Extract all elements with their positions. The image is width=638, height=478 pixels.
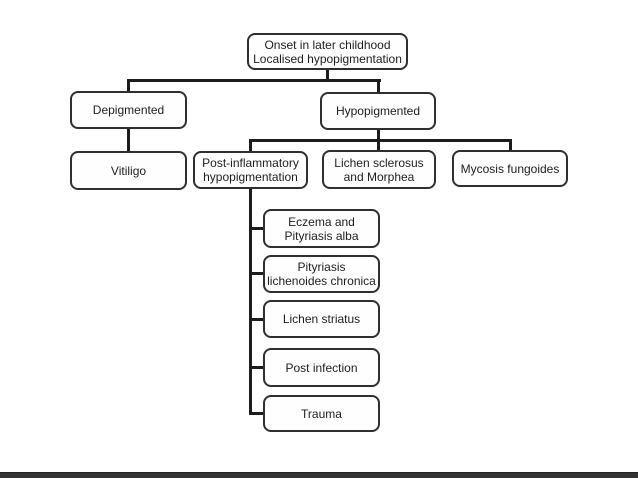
node-vitiligo: Vitiligo	[70, 151, 187, 190]
connector-stub-post-infection	[249, 366, 263, 369]
node-vitiligo-label: Vitiligo	[110, 163, 147, 178]
node-lichen-striatus-label: Lichen striatus	[282, 312, 361, 326]
node-post-inflammatory: Post-inflammatory hypopigmentation	[193, 151, 308, 189]
connector-to-hypopigmented	[377, 79, 380, 94]
connector-stub-pityriasis-lichenoides	[249, 272, 263, 275]
scan-edge-bar	[0, 472, 638, 478]
connector-stub-trauma	[249, 412, 263, 415]
connector-level1-horizontal	[127, 79, 381, 82]
node-lichen-striatus: Lichen striatus	[263, 300, 380, 338]
connector-level2-horizontal	[249, 139, 511, 142]
connector-to-mycosis-fungoides	[509, 139, 512, 150]
connector-to-depigmented	[127, 79, 130, 93]
connector-stub-eczema	[249, 227, 263, 230]
node-root-onset: Onset in later childhood Localised hypop…	[247, 33, 408, 70]
node-root-onset-label: Onset in later childhood Localised hypop…	[253, 37, 402, 66]
node-hypopigmented-label: Hypopigmented	[335, 104, 421, 118]
node-trauma-label: Trauma	[301, 406, 342, 421]
connector-stub-lichen-striatus	[249, 318, 263, 321]
node-depigmented: Depigmented	[70, 91, 187, 129]
node-mycosis-fungoides-label: Mycosis fungoides	[460, 161, 560, 176]
node-eczema-pityriasis-alba: Eczema and Pityriasis alba	[263, 209, 380, 248]
connector-to-post-inflammatory	[249, 139, 252, 151]
node-depigmented-label: Depigmented	[92, 103, 165, 117]
node-pityriasis-lichenoides-label: Pityriasis lichenoides chronica	[267, 260, 376, 288]
connector-root-stem	[326, 69, 329, 82]
node-mycosis-fungoides: Mycosis fungoides	[452, 150, 568, 187]
node-pityriasis-lichenoides: Pityriasis lichenoides chronica	[263, 255, 380, 293]
node-post-infection: Post infection	[263, 348, 380, 387]
node-lichen-sclerosus: Lichen sclerosus and Morphea	[322, 150, 436, 189]
node-hypopigmented: Hypopigmented	[320, 92, 436, 130]
node-post-inflammatory-label: Post-inflammatory hypopigmentation	[202, 156, 299, 184]
node-lichen-sclerosus-label: Lichen sclerosus and Morphea	[334, 155, 424, 184]
connector-children-vertical	[249, 189, 252, 415]
node-eczema-pityriasis-alba-label: Eczema and Pityriasis alba	[284, 214, 359, 243]
node-trauma: Trauma	[263, 395, 380, 432]
connector-depigmented-vitiligo	[127, 129, 130, 151]
node-post-infection-label: Post infection	[285, 360, 358, 375]
